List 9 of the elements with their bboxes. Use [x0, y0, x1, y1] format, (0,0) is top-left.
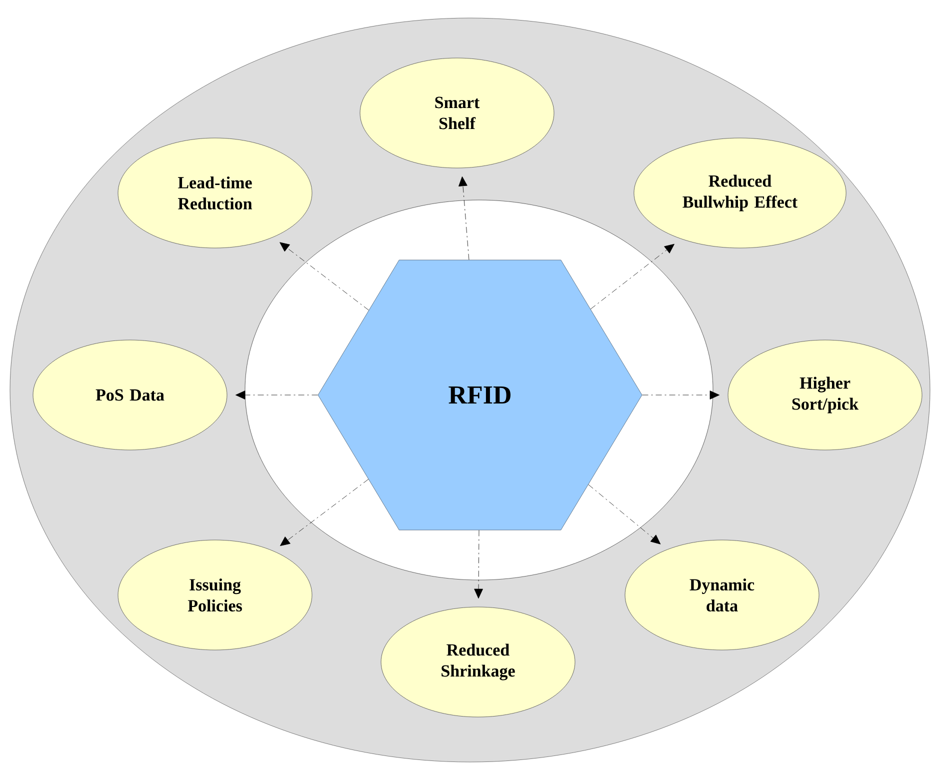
arrow — [236, 390, 318, 400]
hexagon: RFID — [318, 260, 642, 530]
arrow — [458, 176, 470, 260]
arrow — [588, 484, 661, 544]
arrow — [590, 244, 674, 310]
arrow — [474, 530, 483, 599]
arrow — [280, 242, 369, 310]
arrow — [642, 390, 720, 400]
arrow — [280, 479, 369, 546]
